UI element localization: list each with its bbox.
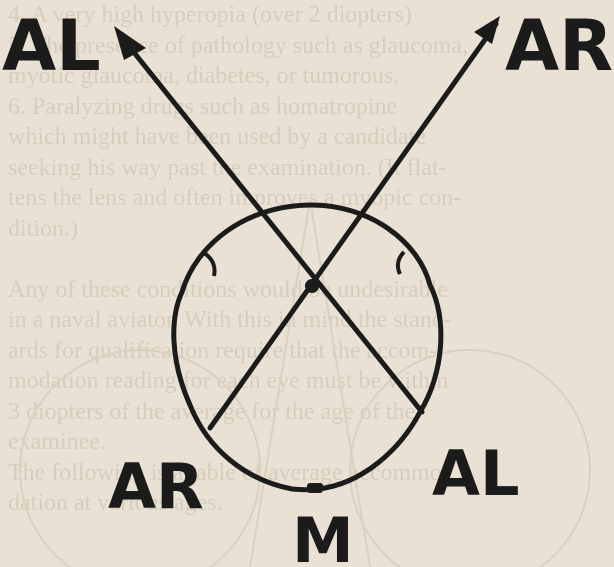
bleed-line: 4. A very high hyperopia (over 2 diopter… [8,2,412,28]
bleed-line: dation at various ages. [8,490,223,516]
center-dot [305,279,319,293]
faint-lens-outlines [19,199,591,567]
bleed-line: myotic glaucoma, diabetes, or tumorous. [8,63,400,89]
axis-line-ar [207,21,499,431]
m-marker [307,483,323,493]
arrowhead-al [114,26,146,60]
bleed-line: examinee. [8,429,106,455]
bleed-line: 6. Paralyzing drugs such as homatropine [8,93,398,120]
label-ar-bottom: AR [108,450,204,523]
bleed-line: Any of these conditions would be undesir… [8,276,448,303]
bleed-through-text: 4. A very high hyperopia (over 2 diopter… [8,2,469,516]
bleed-line: dition.) [8,215,78,242]
bleed-line: in a naval aviator. With this in mind th… [8,307,452,333]
bleed-line: tens the lens and often improves a myopi… [8,185,462,211]
eye-outline [171,202,444,493]
label-m: M [292,504,354,567]
notch-left [202,251,217,277]
notch-right [395,250,406,275]
axis-line-al [121,37,425,415]
bleed-line: 3 diopters of the average for the age of… [8,398,416,425]
label-al-bottom: AL [432,437,520,510]
label-ar-top: AR [505,5,613,87]
arrowhead-ar [474,16,500,44]
label-al-top: AL [2,5,101,87]
bleed-line: 5. The presence of pathology such as gla… [8,32,469,59]
bleed-line: which might have been used by a candidat… [8,124,426,150]
